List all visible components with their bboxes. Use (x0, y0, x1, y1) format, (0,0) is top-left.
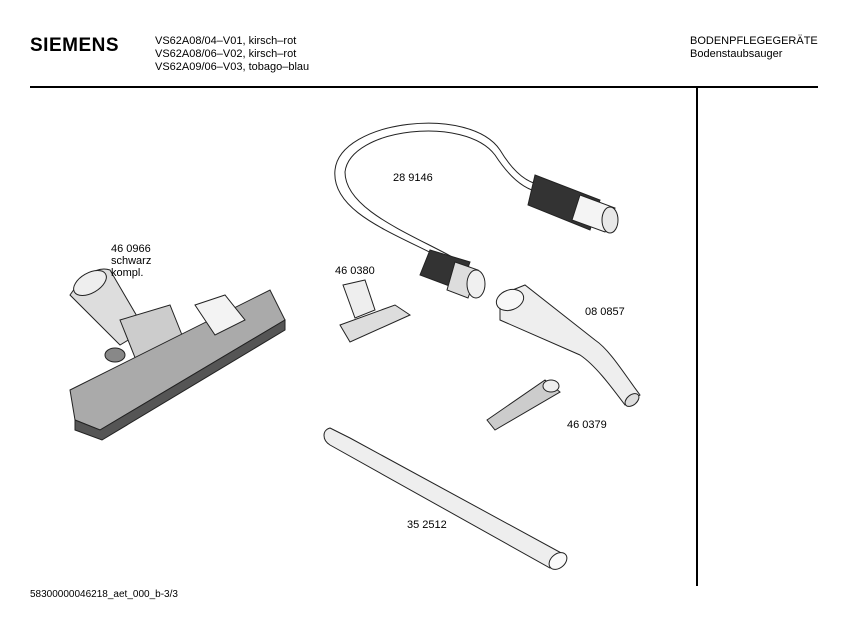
part-color: schwarz (111, 255, 152, 267)
model-line: VS62A08/04–V01, kirsch–rot (155, 35, 297, 47)
upholstery-nozzle-part[interactable] (339, 279, 412, 343)
straight-tube-part[interactable] (323, 427, 570, 573)
document-id: 58300000046218_aet_000_b-3/3 (30, 589, 178, 600)
part-number: 46 0966 (111, 243, 151, 255)
part-number-floor-nozzle: 46 0966 schwarz kompl. (111, 243, 151, 279)
category: BODENPFLEGEGERÄTE Bodenstaubsauger (690, 35, 818, 61)
subcategory-title: Bodenstaubsauger (690, 48, 783, 60)
part-number-straight-tube: 35 2512 (407, 519, 447, 531)
part-number-bent-tube: 08 0857 (585, 306, 625, 318)
model-list: VS62A08/04–V01, kirsch–rot VS62A08/06–V0… (155, 35, 309, 74)
part-number-crevice-tool: 46 0379 (567, 419, 607, 431)
header-divider (30, 86, 818, 88)
crevice-tool-part[interactable] (486, 379, 561, 431)
siemens-logo: SIEMENS (30, 35, 120, 56)
hose-part[interactable] (334, 122, 619, 299)
part-number-hose: 28 9146 (393, 172, 433, 184)
category-title: BODENPFLEGEGERÄTE (690, 35, 818, 47)
part-number-upholstery-nozzle: 46 0380 (335, 265, 375, 277)
floor-nozzle-part[interactable] (69, 265, 286, 441)
bent-tube-part[interactable] (493, 284, 641, 409)
right-margin-divider (696, 88, 698, 586)
part-note: kompl. (111, 267, 144, 279)
model-line: VS62A08/06–V02, kirsch–rot (155, 48, 297, 60)
model-line: VS62A09/06–V03, tobago–blau (155, 61, 310, 73)
